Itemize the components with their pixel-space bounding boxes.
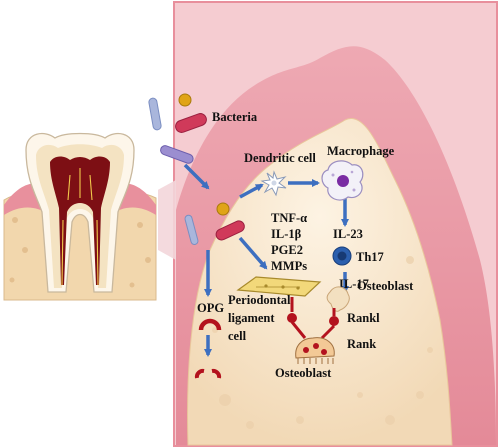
- th17-label: Th17: [356, 250, 384, 264]
- svg-text:ligament: ligament: [228, 311, 275, 325]
- tooth-icon: [2, 128, 158, 301]
- th17-cell-icon: [332, 246, 352, 266]
- arrow-to-dendritic: [239, 183, 264, 199]
- cytokine-il1b: IL-1β: [271, 227, 302, 241]
- osteoblast-icon: [326, 286, 350, 312]
- opg-cleaved-icon: [194, 368, 222, 379]
- il23-label: IL-23: [333, 227, 363, 241]
- il17-label: IL-17: [339, 277, 369, 291]
- osteoblast-top-label: Osteoblast: [357, 279, 414, 293]
- bacteria-icon: [148, 93, 245, 245]
- svg-text:Periodontal: Periodontal: [228, 293, 291, 307]
- svg-text:cell: cell: [228, 329, 247, 343]
- rankl-rank-connectors: [290, 297, 336, 340]
- rankl-label: Rankl: [347, 311, 380, 325]
- cytokine-mmps: MMPs: [271, 259, 307, 273]
- macrophage-icon: [321, 160, 364, 201]
- bacteria-label: Bacteria: [212, 110, 258, 124]
- periodontal-ligament-icon: [236, 276, 322, 297]
- dendritic-cell-icon: [260, 170, 287, 197]
- arrow-bacteria-to-tissue: [183, 163, 210, 190]
- macrophage-label: Macrophage: [327, 144, 395, 158]
- cytokine-list: TNF-α IL-1β PGE2 MMPs: [271, 211, 307, 273]
- arrow-to-periodontal: [238, 236, 268, 270]
- dendritic-cell-label: Dendritic cell: [244, 151, 316, 165]
- osteoblast-bottom-label: Osteoblast: [275, 366, 332, 380]
- opg-label: OPG: [197, 301, 224, 315]
- rankl-receptors: [287, 313, 339, 326]
- osteoclast-icon: [295, 337, 335, 364]
- cytokine-tnf: TNF-α: [271, 211, 307, 225]
- gingiva-panel: [173, 1, 498, 447]
- signal-arrows: [183, 163, 349, 357]
- opg-icon: [198, 318, 222, 331]
- rank-label: Rank: [347, 337, 376, 351]
- cytokine-pge2: PGE2: [271, 243, 303, 257]
- periodontal-ligament-label: Periodontal ligament cell: [228, 293, 291, 343]
